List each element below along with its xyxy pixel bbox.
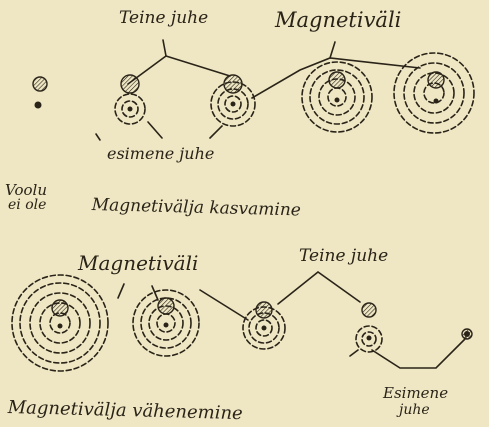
label-esimene-juhe-bottom-line2: juhe bbox=[399, 402, 430, 418]
top-wire-second-a bbox=[33, 77, 47, 91]
pointer-esimene-juhe-bottom bbox=[372, 338, 466, 368]
bottom-field-a-ring-5 bbox=[12, 275, 108, 371]
bottom-wire-first-c bbox=[262, 326, 267, 331]
label-teine-juhe-bottom: Teine juhe bbox=[299, 246, 388, 266]
top-wire-first-b bbox=[128, 107, 133, 112]
tick-mark-top bbox=[96, 134, 100, 140]
pointer-teine-juhe-top-stub bbox=[163, 40, 166, 56]
bottom-wire-second-b bbox=[158, 298, 174, 314]
pointer-esimene-juhe-top-b bbox=[210, 126, 222, 138]
top-wire-first-e bbox=[434, 99, 439, 104]
top-wire-first-c bbox=[231, 102, 236, 107]
label-magnetivali-bottom: Magnetiväli bbox=[78, 251, 198, 275]
top-wire-second-e bbox=[428, 72, 444, 88]
top-wire-second-d bbox=[329, 72, 345, 88]
bottom-wire-first-a bbox=[58, 324, 63, 329]
pointer-esimene-juhe-top-a bbox=[148, 122, 162, 138]
top-wire-first-a bbox=[35, 102, 42, 109]
bottom-wire-first-d bbox=[367, 336, 372, 341]
pointer-magnetivali-bottom-a bbox=[118, 284, 124, 298]
bottom-wire-first-e bbox=[464, 331, 470, 337]
top-field-e-ring-4 bbox=[394, 53, 474, 133]
top-field-d-ring-1 bbox=[328, 88, 346, 106]
label-magnetivali-top: Magnetiväli bbox=[275, 8, 401, 32]
label-voolu-ei-ole-line2: ei ole bbox=[8, 197, 46, 213]
bottom-wire-second-a bbox=[52, 300, 68, 316]
tick-mark-bottom bbox=[350, 350, 358, 356]
label-esimene-juhe-bottom-line1: Esimene bbox=[383, 384, 448, 402]
top-wire-first-d bbox=[335, 98, 340, 103]
bottom-wire-second-c bbox=[256, 302, 272, 318]
pointer-teine-juhe-bottom bbox=[278, 272, 360, 304]
label-esimene-juhe-top: esimene juhe bbox=[107, 144, 214, 163]
bottom-wire-first-b bbox=[164, 323, 169, 328]
label-teine-juhe-top: Teine juhe bbox=[119, 8, 208, 28]
pointer-magnetivali-top-stub bbox=[330, 42, 335, 58]
pointer-bottom-c bbox=[200, 290, 248, 320]
bottom-field-a-ring-4 bbox=[20, 283, 100, 363]
pointer-teine-juhe-top bbox=[128, 56, 230, 84]
bottom-wire-second-d bbox=[362, 303, 376, 317]
